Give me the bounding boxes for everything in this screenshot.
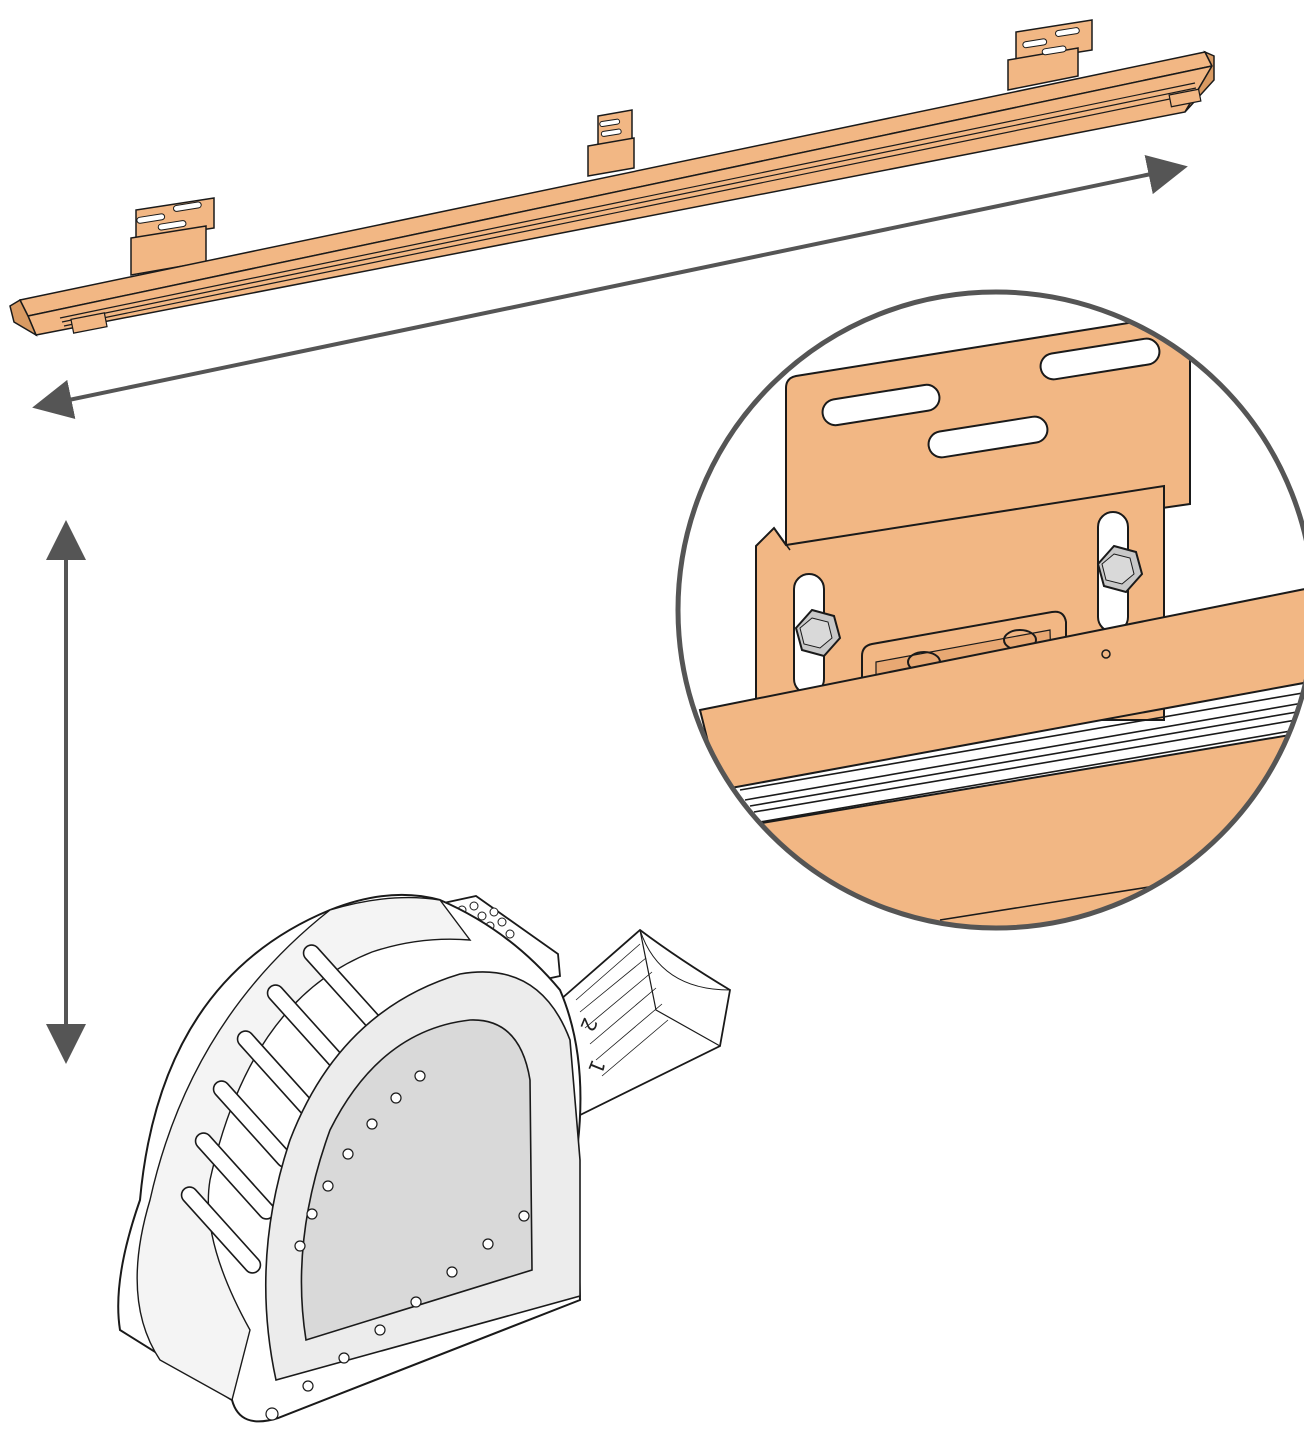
bracket-slot — [1039, 337, 1161, 381]
tape-measure-icon: 2 1 — [117, 893, 731, 1423]
rail-detail-groove — [739, 689, 1304, 823]
tape-rivets — [265, 1070, 530, 1421]
mounting-bracket-icon — [1007, 19, 1093, 91]
rail-left-end — [9, 298, 38, 337]
bracket-detail-view — [675, 289, 1304, 931]
hex-bolt-icon — [794, 608, 842, 658]
bracket-slot — [821, 383, 941, 427]
rail-end-clip — [1168, 88, 1202, 108]
length-double-arrow — [32, 154, 1188, 420]
bracket-slot — [927, 415, 1049, 459]
hex-bolt-icon — [1096, 544, 1144, 594]
tape-grip-ribs — [180, 944, 384, 1274]
mounting-bracket-icon — [587, 109, 635, 177]
rail-top-face — [18, 51, 1214, 317]
detail-circle-border — [675, 289, 1304, 931]
